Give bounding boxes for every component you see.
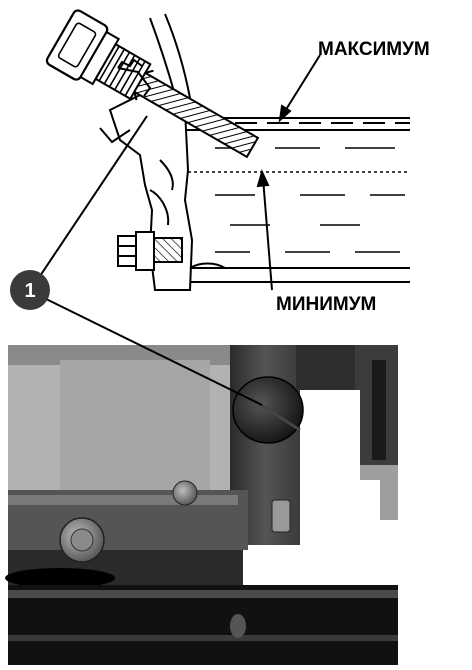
callout-1: 1 bbox=[10, 115, 263, 406]
hose bbox=[149, 17, 176, 96]
max-level-label: МАКСИМУМ bbox=[318, 39, 430, 60]
dipstick-assembly bbox=[45, 9, 260, 159]
dipstick-rod bbox=[132, 71, 260, 159]
line-drawing bbox=[108, 13, 410, 291]
callout-circle-icon bbox=[10, 270, 50, 310]
filler-neck bbox=[99, 58, 152, 144]
side-bolt-icon bbox=[271, 499, 291, 533]
min-leader-line bbox=[262, 177, 273, 291]
max-leader-line bbox=[281, 54, 321, 117]
frame-rail bbox=[8, 585, 398, 665]
small-bolt-icon bbox=[172, 480, 198, 506]
drain-bolt-head bbox=[117, 235, 137, 267]
engine-photo bbox=[5, 345, 398, 665]
drain-bolt-thread bbox=[153, 237, 183, 263]
max-arrowhead-icon bbox=[278, 104, 292, 123]
min-arrowhead-icon bbox=[256, 169, 270, 188]
callout-leader-bottom bbox=[39, 295, 263, 406]
fluid-dashes bbox=[215, 147, 405, 253]
min-level-label: МИНИМУМ bbox=[276, 294, 376, 315]
callout-number: 1 bbox=[24, 280, 35, 302]
callout-leader-top bbox=[33, 115, 148, 286]
level-leaders bbox=[256, 54, 321, 291]
